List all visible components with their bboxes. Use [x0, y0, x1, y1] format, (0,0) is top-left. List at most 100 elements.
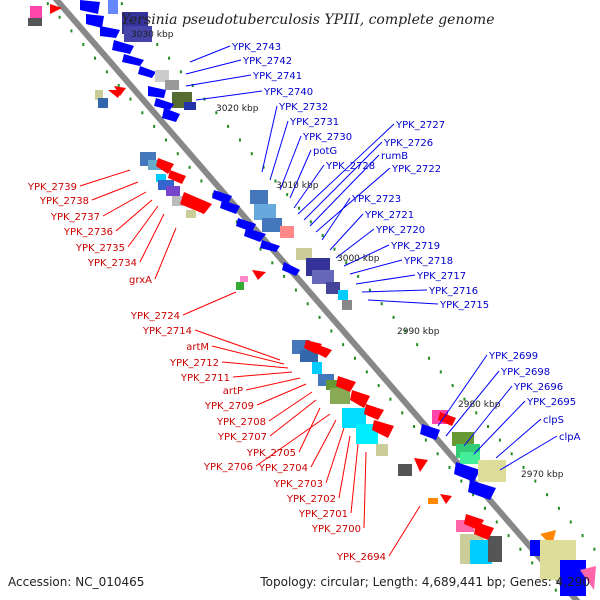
gene-label: YPK_2700: [311, 524, 361, 535]
gene-label: YPK_2728: [325, 161, 375, 172]
gene-arrow: [112, 40, 134, 54]
gene-label: YPK_2736: [63, 227, 113, 238]
tick-marks: [46, 2, 596, 592]
gene-arrow: [168, 170, 186, 184]
gene-feature: [452, 432, 474, 446]
gene-feature: [376, 444, 388, 456]
gene-feature: [166, 186, 180, 196]
kbp-label: 3000 kbp: [337, 254, 380, 264]
gene-feature: [312, 362, 322, 374]
gene-arrow: [80, 0, 100, 14]
gene-arrow: [314, 344, 332, 358]
leader-line: [79, 169, 131, 187]
gene-label: clpA: [559, 432, 581, 443]
gene-label: YPK_2741: [252, 71, 302, 82]
leader-line: [232, 371, 293, 378]
gene-feature: [155, 70, 169, 82]
topology-label: Topology: circular; Length: 4,689,441 bp…: [259, 575, 590, 589]
tick-dot: [330, 329, 333, 333]
tick-dot: [176, 152, 179, 156]
leader-line: [189, 45, 231, 63]
leader-line: [297, 123, 395, 215]
gene-label: YPK_2716: [428, 286, 478, 297]
tick-dot: [475, 411, 478, 415]
gene-arrow: [364, 404, 384, 420]
gene-feature: [95, 90, 103, 100]
gene-feature: [488, 536, 502, 562]
gene-label: YPK_2706: [203, 462, 253, 473]
leader-line: [463, 385, 513, 447]
gene-feature: [124, 26, 152, 42]
gene-features: [28, 0, 596, 596]
gene-feature: [98, 98, 108, 108]
tick-dot: [345, 261, 348, 265]
gene-label: YPK_2739: [27, 182, 77, 193]
gene-arrow: [336, 376, 356, 392]
gene-label: YPK_2711: [180, 373, 230, 384]
leader-line: [194, 329, 281, 361]
leader-line: [298, 407, 321, 453]
gene-arrow: [454, 462, 480, 482]
tick-dot: [436, 452, 439, 456]
gene-label: YPK_2696: [513, 382, 563, 393]
gene-arrow: [252, 270, 266, 280]
tick-dot: [141, 111, 144, 115]
gene-feature: [300, 350, 318, 362]
tick-dot: [333, 247, 336, 251]
tick-dot: [463, 397, 466, 401]
gene-feature: [312, 270, 334, 284]
leader-line: [325, 427, 345, 484]
tick-dot: [286, 193, 289, 197]
tick-dot: [238, 138, 241, 142]
kbp-label: 3010 kbp: [276, 181, 319, 191]
gene-feature: [560, 560, 586, 596]
gene-arrow: [100, 26, 120, 38]
tick-dot: [368, 288, 371, 292]
leader-line: [343, 244, 390, 267]
gene-arrow: [138, 66, 156, 78]
tick-dot: [153, 124, 156, 128]
gene-label: YPK_2718: [403, 256, 453, 267]
tick-dot: [424, 438, 427, 442]
tick-dot: [46, 2, 49, 6]
tick-dot: [581, 534, 584, 538]
gene-label: YPK_2743: [231, 42, 281, 53]
leader-line: [310, 419, 337, 468]
leader-line: [279, 135, 302, 191]
tick-dot: [70, 29, 73, 33]
gene-feature: [398, 464, 412, 476]
gene-feature: [326, 380, 340, 390]
tick-dot: [416, 343, 419, 347]
tick-dot: [117, 83, 120, 87]
tick-dot: [120, 2, 123, 6]
leader-line: [315, 167, 391, 233]
gene-label: YPK_2701: [298, 509, 348, 520]
leader-line: [211, 345, 285, 365]
gene-feature: [236, 282, 244, 290]
gene-label: YPK_2699: [488, 351, 538, 362]
tick-dot: [271, 261, 274, 265]
leader-line: [154, 227, 177, 280]
accession-label: Accession: NC_010465: [8, 575, 144, 589]
gene-feature: [148, 160, 162, 170]
tick-dot: [250, 152, 253, 156]
gene-label: YPK_2737: [50, 212, 100, 223]
gene-arrow: [440, 494, 452, 504]
leader-line: [182, 291, 237, 316]
tick-dot: [318, 315, 321, 319]
gene-feature: [296, 248, 312, 260]
tick-dot: [448, 465, 451, 469]
gene-feature: [108, 0, 118, 14]
tick-dot: [519, 547, 522, 551]
tick-dot: [188, 165, 191, 169]
tick-dot: [510, 452, 513, 456]
tick-dot: [404, 329, 407, 333]
gene-label: YPK_2715: [439, 300, 489, 311]
tick-dot: [164, 138, 167, 142]
gene-feature: [478, 460, 506, 482]
red-leader-lines: [79, 169, 421, 557]
leader-line: [268, 391, 313, 422]
gene-label: YPK_2731: [289, 117, 339, 128]
gene-feature: [330, 388, 350, 404]
